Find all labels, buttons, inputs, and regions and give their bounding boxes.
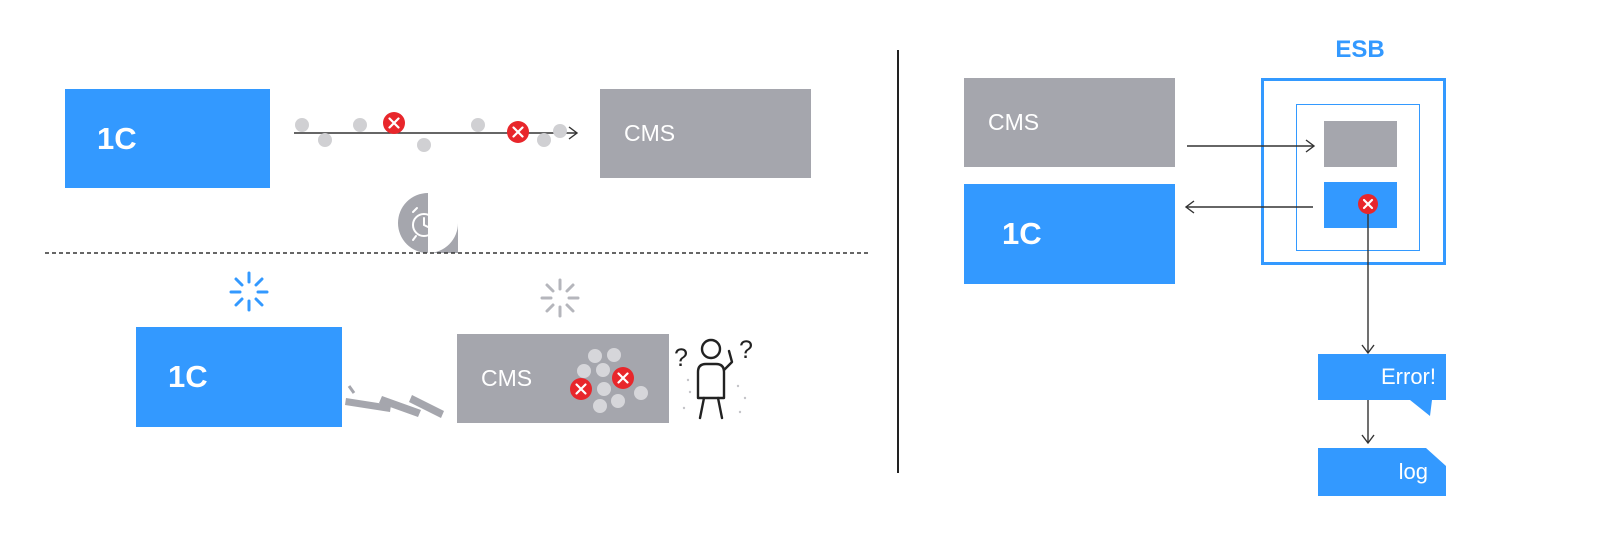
top-cms-box: CMS — [600, 89, 811, 178]
esb-inner-frame — [1296, 104, 1420, 251]
queued-packet-dots — [577, 348, 648, 413]
right-cms-box: CMS — [964, 78, 1175, 167]
bottom-1c-label: 1C — [168, 359, 208, 394]
error-x-icon — [612, 367, 634, 389]
arrow-icon — [1361, 214, 1375, 355]
error-bubble-tail — [1410, 400, 1432, 416]
log-label: log — [1398, 459, 1428, 484]
esb-gray-queue — [1324, 121, 1397, 167]
fallen-bars — [345, 385, 444, 418]
confused-person-icon — [696, 338, 734, 420]
esb-title: ESB — [1335, 36, 1385, 63]
alarm-clock-icon — [398, 193, 458, 253]
arrow-icon — [1361, 400, 1375, 445]
log-document: log — [1318, 448, 1446, 496]
error-x-icon — [1358, 194, 1378, 214]
top-cms-label: CMS — [624, 120, 676, 146]
question-mark-left: ? — [674, 344, 688, 372]
right-cms-label: CMS — [988, 109, 1040, 135]
top-1c-label: 1C — [97, 120, 137, 156]
top-packet-dots — [295, 118, 567, 152]
loading-spinner-icon — [540, 278, 580, 318]
arrow-icon — [1187, 139, 1316, 153]
arrow-icon — [1184, 200, 1313, 214]
right-1c-box: 1C — [964, 184, 1175, 284]
error-x-icon — [507, 121, 529, 143]
vertical-divider — [897, 50, 899, 473]
right-1c-label: 1C — [1002, 216, 1042, 251]
top-transfer-arrow — [294, 126, 579, 140]
bottom-1c-box: 1C — [136, 327, 342, 427]
error-label: Error! — [1381, 364, 1436, 389]
confusion-dots — [682, 378, 747, 414]
error-x-icon — [570, 378, 592, 400]
top-1c-box: 1C — [65, 89, 270, 188]
loading-spinner-icon — [229, 271, 269, 312]
error-x-icon — [383, 112, 405, 134]
esb-outer-frame — [1261, 78, 1446, 265]
question-mark-right: ? — [739, 336, 753, 364]
error-bubble: Error! — [1318, 354, 1446, 400]
bottom-cms-label: CMS — [481, 365, 533, 391]
